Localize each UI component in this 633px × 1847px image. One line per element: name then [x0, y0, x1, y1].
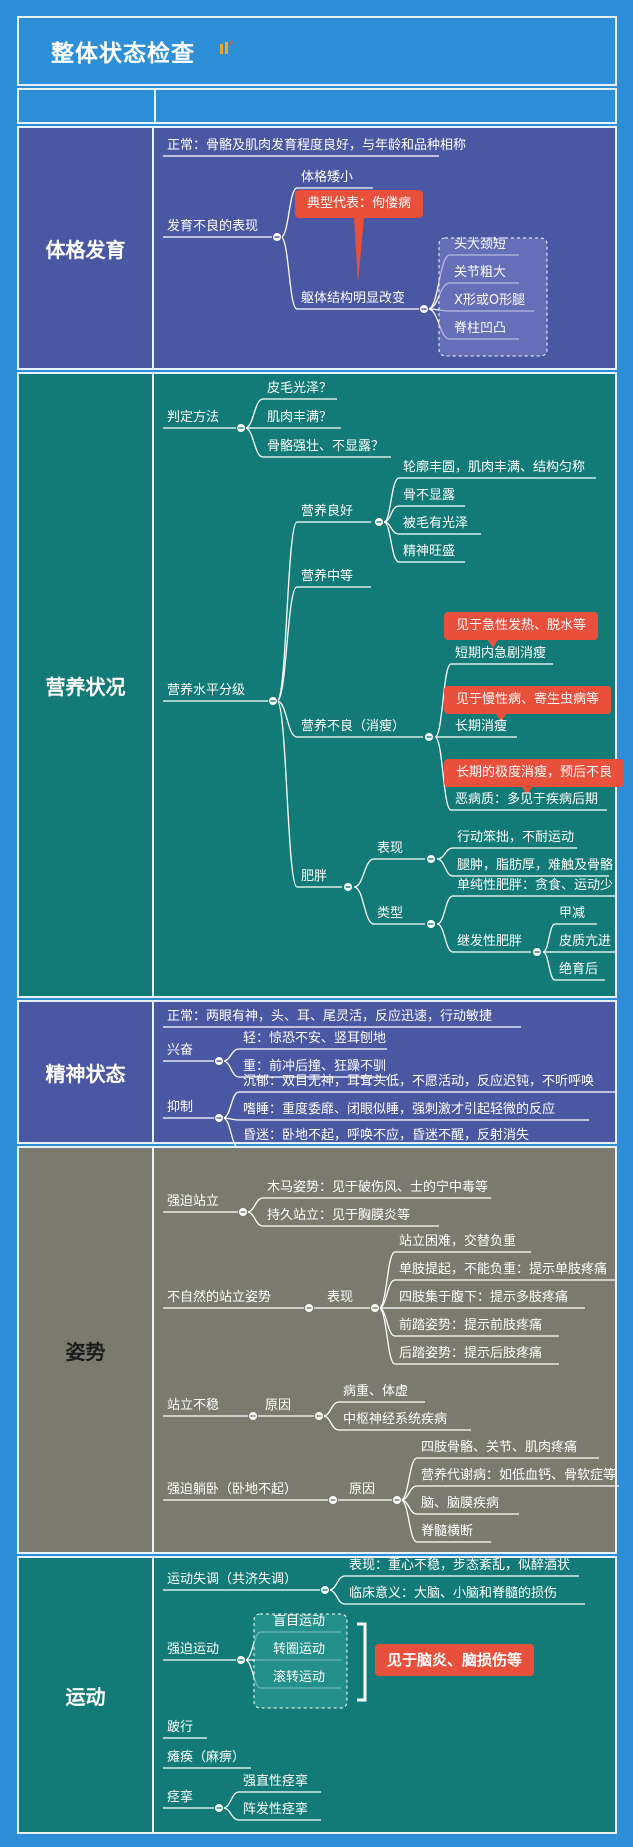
posture-forced-lie-item: 脊髓横断: [421, 1524, 474, 1539]
nutrition-poor-item: 长期消瘦: [455, 719, 508, 734]
mental-excite-item: 重：前冲后撞、狂躁不驯: [243, 1059, 387, 1074]
physique-poor: 发育不良的表现: [167, 219, 259, 234]
posture-unnatural: 不自然的站立姿势: [167, 1290, 272, 1305]
nutrition-good-item: 轮廓丰圆，肌肉丰满、结构匀称: [403, 460, 586, 475]
posture-unstable: 站立不稳: [167, 1398, 220, 1413]
nutrition-good-item: 被毛有光泽: [403, 516, 469, 531]
nutrition-grading: 营养水平分级: [167, 683, 246, 698]
movement-ataxia: 运动失调（共济失调）: [167, 1572, 298, 1587]
nutrition-callout: 长期的极度消瘦，预后不良: [444, 759, 625, 787]
posture-forced-lie-item: 脑、脑膜疾病: [421, 1496, 500, 1511]
section-label-physique: 体格发育: [19, 128, 154, 368]
posture-connectors: [163, 1197, 619, 1543]
section-physique: 体格发育 正常：骨骼及肌肉发育程度良好，与年龄和品种相称 发育不良的表现 体格矮…: [17, 126, 617, 370]
nutrition-fat-simple: 单纯性肥胖：贪食、运动少: [457, 878, 614, 893]
nutrition-fat-show: 表现: [377, 841, 404, 856]
section-posture: 姿势: [17, 1146, 619, 1554]
mental-inhibit: 抑制: [167, 1100, 194, 1115]
physique-change-item: 头大颈短: [454, 237, 507, 252]
movement-lame: 跛行: [167, 1720, 194, 1735]
section-nutrition: 营养状况: [17, 372, 625, 998]
nutrition-fat-secondary-item: 绝育后: [559, 962, 599, 977]
physique-body-change: 躯体结构明显改变: [301, 291, 406, 306]
nutrition-fat-secondary-item: 甲减: [559, 906, 586, 921]
mental-excite-item: 轻：惊恐不安、竖耳刨地: [243, 1031, 387, 1046]
nutrition-fat-secondary: 继发性肥胖: [457, 934, 523, 949]
mental-excite: 兴奋: [167, 1043, 194, 1058]
posture-unnatural-item: 前踏姿势：提示前肢疼痛: [399, 1318, 543, 1333]
posture-cause2: 原因: [349, 1482, 376, 1497]
section-movement: 运动 运动失调（共济失调） 表: [17, 1556, 617, 1834]
physique-normal: 正常：骨骼及肌肉发育程度良好，与年龄和品种相称: [167, 138, 467, 153]
nutrition-callout: 见于慢性病、寄生虫病等: [444, 686, 612, 714]
page-title: 整体状态检查: [51, 41, 195, 67]
nutrition-fat-show-item: 腿肿，脂肪厚，难触及骨骼: [457, 858, 614, 873]
physique-callout: 典型代表：佝偻病: [295, 190, 424, 218]
nutrition-good: 营养良好: [301, 504, 354, 519]
posture-forced-lie: 强迫躺卧（卧地不起）: [167, 1482, 298, 1497]
mental-connectors: [163, 1026, 615, 1149]
physique-change-item: X形或O形腿: [454, 293, 526, 308]
posture-forced-lie-item: 营养代谢病：如低血钙、骨软症等: [421, 1468, 617, 1483]
posture-unnatural-item: 后踏姿势：提示后肢疼痛: [399, 1346, 543, 1361]
title-bar: 整体状态检查: [17, 16, 617, 86]
mental-inhibit-item: 沉郁：双目无神，耳耷头低，不愿活动，反应迟钝，不听呼唤: [243, 1074, 595, 1089]
nutrition-callout: 见于急性发热、脱水等: [444, 612, 599, 640]
nutrition-poor: 营养不良（消瘦）: [301, 719, 406, 734]
posture-forced-stand-item: 持久站立：见于胸膜炎等: [267, 1208, 411, 1223]
movement-forced: 强迫运动: [167, 1642, 220, 1657]
nutrition-good-item: 骨不显露: [403, 488, 456, 503]
mental-normal: 正常：两眼有神，头、耳、尾灵活，反应迅速，行动敏捷: [167, 1009, 493, 1024]
nutrition-connectors: [163, 398, 615, 981]
posture-forced-stand: 强迫站立: [167, 1194, 220, 1209]
movement-forced-item: 盲目运动: [273, 1614, 326, 1629]
section-label-mental: 精神状态: [19, 1002, 154, 1142]
nutrition-method-item: 皮毛光泽？: [267, 381, 333, 396]
posture-unnatural-item: 站立困难，交替负重: [399, 1234, 517, 1249]
mental-inhibit-item: 嗜睡：重度委靡、闭眼似睡，强刺激才引起轻微的反应: [243, 1102, 556, 1117]
posture-unnatural-item: 四肢集于腹下：提示多肢疼痛: [399, 1290, 569, 1305]
posture-unnatural-item: 单肢提起，不能负重：提示单肢疼痛: [399, 1262, 608, 1277]
movement-spasm-item: 阵发性痉挛: [243, 1802, 309, 1817]
posture-forced-lie-item: 四肢骨骼、关节、肌肉疼痛: [421, 1440, 578, 1455]
section-label-posture: 姿势: [19, 1148, 154, 1552]
posture-unstable-item: 中枢神经系统疾病: [343, 1412, 448, 1427]
physique-dwarf: 体格矮小: [301, 170, 354, 185]
pencil-icon: [220, 41, 233, 54]
movement-forced-item: 滚转运动: [273, 1670, 326, 1685]
nutrition-fat: 肥胖: [301, 869, 328, 884]
posture-unstable-item: 病重、体虚: [343, 1384, 409, 1399]
movement-ataxia-item: 表现：重心不稳，步态紊乱，似醉酒状: [349, 1558, 571, 1573]
physique-connectors: [163, 155, 548, 357]
section-label-nutrition: 营养状况: [19, 374, 154, 996]
nutrition-fat-type: 类型: [377, 906, 404, 921]
nutrition-medium: 营养中等: [301, 569, 354, 584]
physique-change-item: 脊柱凹凸: [454, 321, 507, 336]
section-mental: 精神状态 正常：两眼有神，头、耳、尾灵活，反应迅速，行动敏捷 兴奋 轻：惊恐不安…: [17, 1000, 617, 1149]
movement-spasm-item: 强直性痉挛: [243, 1774, 309, 1789]
nutrition-method: 判定方法: [167, 410, 220, 425]
nutrition-fat-show-item: 行动笨拙，不耐运动: [457, 830, 575, 845]
movement-callout: 见于脑炎、脑损伤等: [375, 1644, 535, 1676]
physique-change-item: 关节粗大: [454, 265, 507, 280]
nutrition-good-item: 精神旺盛: [403, 544, 456, 559]
mental-inhibit-item: 昏迷：卧地不起，呼唤不应，昏迷不醒，反射消失: [243, 1128, 530, 1143]
movement-paralysis: 瘫痪（麻痹）: [167, 1750, 246, 1765]
nutrition-poor-item: 短期内急剧消瘦: [455, 646, 547, 661]
movement-forced-item: 转圈运动: [273, 1642, 326, 1657]
nutrition-method-item: 肌肉丰满？: [267, 410, 333, 425]
posture-cause: 原因: [265, 1398, 292, 1413]
movement-connectors: [163, 1575, 585, 1821]
section-label-movement: 运动: [19, 1558, 154, 1832]
header-row: [17, 88, 617, 124]
movement-ataxia-item: 临床意义：大脑、小脑和脊髓的损伤: [349, 1586, 558, 1601]
nutrition-fat-secondary-item: 皮质亢进: [559, 934, 612, 949]
nutrition-poor-item: 恶病质：多见于疾病后期: [455, 792, 599, 807]
movement-spasm: 痉挛: [167, 1790, 194, 1805]
posture-show: 表现: [327, 1290, 354, 1305]
nutrition-method-item: 骨骼强壮、不显露？: [267, 439, 385, 454]
posture-forced-stand-item: 木马姿势：见于破伤风、士的宁中毒等: [267, 1180, 489, 1195]
